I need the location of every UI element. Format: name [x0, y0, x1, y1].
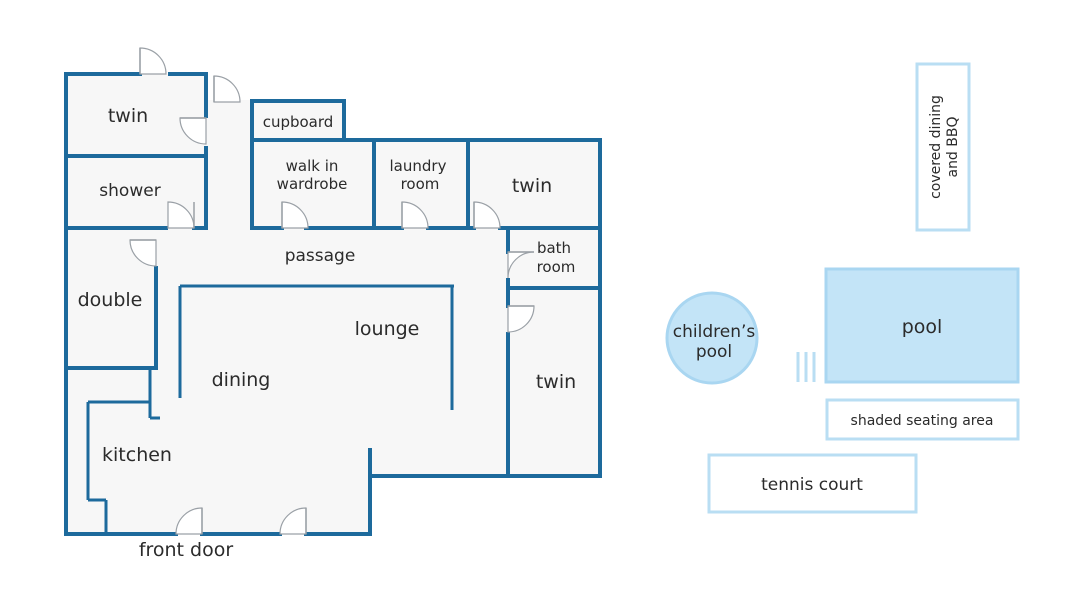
bathroom-label: bath: [537, 239, 571, 257]
door-icon: [179, 117, 207, 145]
door-icon: [129, 239, 157, 267]
passage-label: passage: [285, 246, 356, 266]
door-icon: [139, 47, 167, 75]
outdoor-areas: covered dining and BBQ pool children’s p…: [665, 62, 1020, 514]
pool: [824, 267, 1020, 384]
door-icon: [473, 201, 501, 229]
double-label: double: [78, 289, 143, 311]
laundry-room-label: laundry: [390, 157, 447, 175]
walk-in-wardrobe-label: wardrobe: [277, 175, 348, 193]
door-icon: [281, 201, 309, 229]
shaded-seating-label: shaded seating area: [851, 413, 994, 429]
shaded-seating-area: [825, 398, 1020, 441]
door-icon: [213, 75, 241, 103]
house-floor: [66, 74, 600, 534]
dining-label: dining: [212, 369, 271, 391]
childrens-pool: [665, 291, 759, 385]
tennis-court: [707, 453, 918, 514]
lounge-label: lounge: [355, 318, 420, 340]
pool-label: pool: [902, 316, 943, 338]
doors: [129, 47, 535, 535]
cupboard-label: cupboard: [263, 113, 334, 131]
tennis-court-label: tennis court: [761, 475, 863, 495]
twin-label: twin: [108, 105, 148, 127]
front-door-label: front door: [139, 539, 234, 561]
laundry-room-label: room: [401, 175, 440, 193]
covered-dining-label: covered dining: [928, 95, 944, 199]
door-icon: [401, 201, 429, 229]
door-icon: [507, 305, 535, 333]
twin-label: twin: [512, 175, 552, 197]
pool-steps-icon: [796, 352, 816, 382]
twin-label: twin: [536, 371, 576, 393]
shower-label: shower: [99, 181, 160, 201]
walk-in-wardrobe-label: walk in: [286, 157, 339, 175]
door-icon: [279, 507, 307, 535]
house-walls: [64, 72, 602, 536]
covered-dining-area: [915, 62, 971, 232]
room-labels: twin cupboard walk in wardrobe laundry r…: [78, 105, 577, 561]
childrens-pool-label: children’s: [673, 322, 756, 342]
covered-dining-label: and BBQ: [945, 116, 961, 177]
bathroom-label: room: [537, 258, 576, 276]
childrens-pool-label: pool: [696, 342, 732, 362]
kitchen-label: kitchen: [102, 444, 172, 466]
front-door-icon: [175, 507, 203, 535]
